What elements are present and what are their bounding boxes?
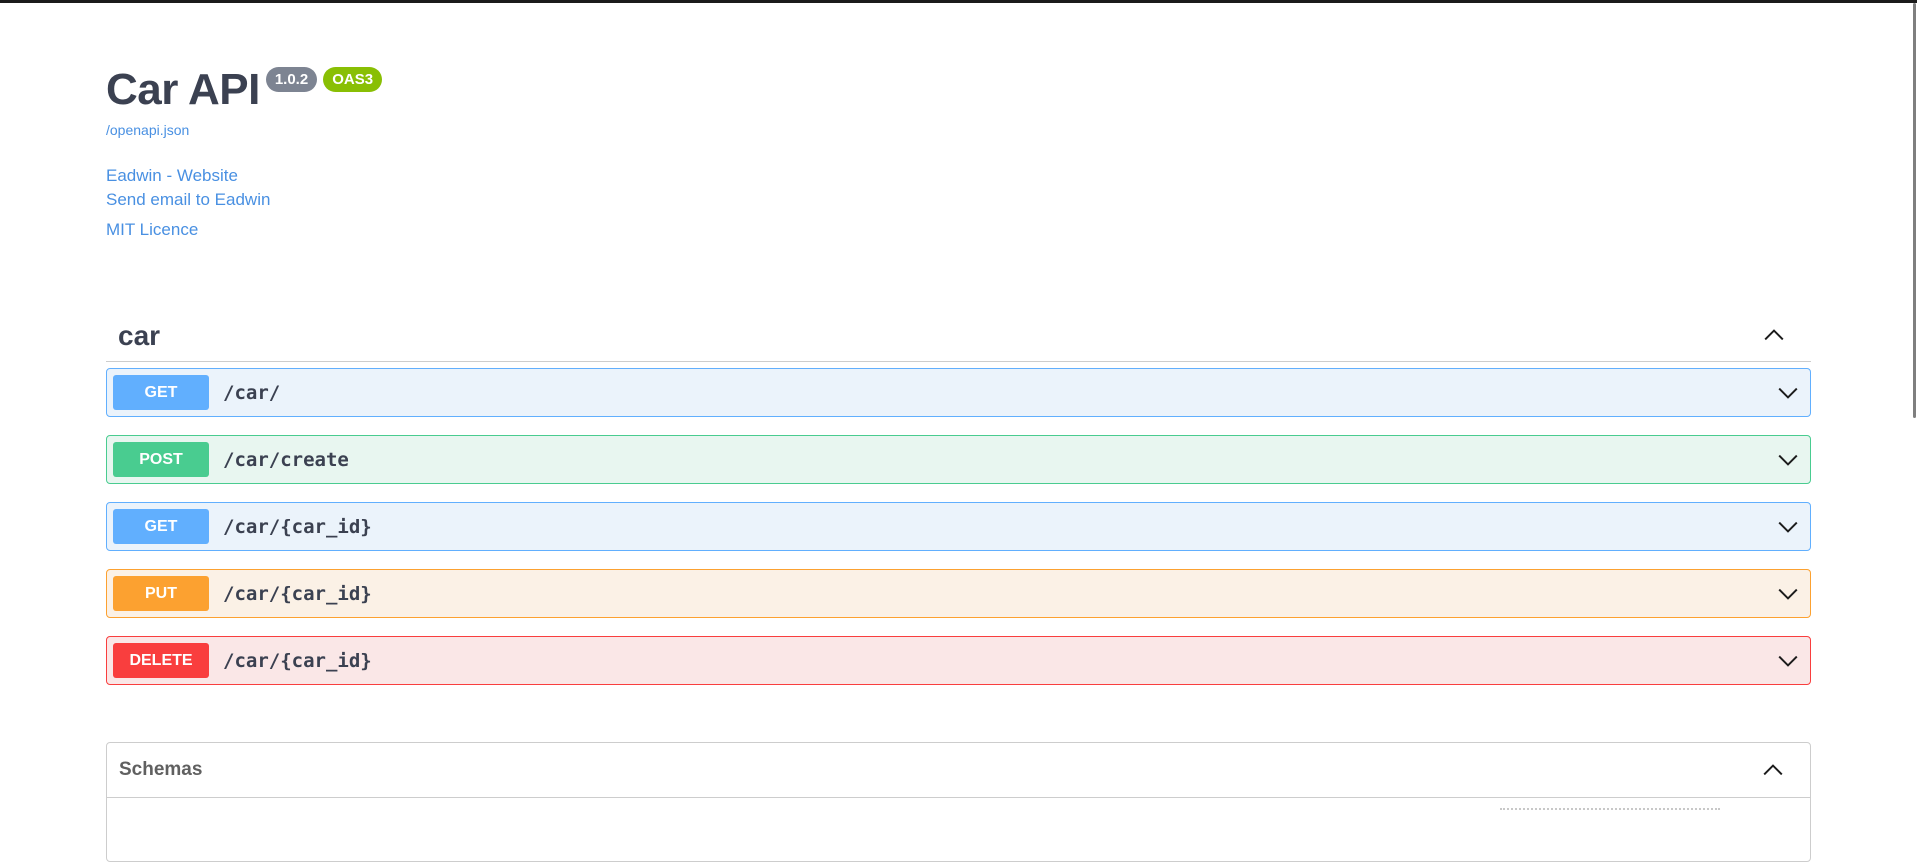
scrollbar-thumb[interactable]: [1913, 3, 1916, 418]
operation-post-car-create[interactable]: POST /car/create: [106, 435, 1811, 484]
vertical-scrollbar[interactable]: [1907, 3, 1917, 817]
api-info: Car API 1.0.2 OAS3 /openapi.json Eadwin …: [106, 64, 383, 242]
oas-badge: OAS3: [323, 67, 383, 92]
operation-path: /car/{car_id}: [223, 515, 372, 538]
operation-get-car-list[interactable]: GET /car/: [106, 368, 1811, 417]
tag-header-car[interactable]: car: [106, 310, 1811, 362]
operation-put-car-by-id[interactable]: PUT /car/{car_id}: [106, 569, 1811, 618]
operation-get-car-by-id[interactable]: GET /car/{car_id}: [106, 502, 1811, 551]
operation-path: /car/{car_id}: [223, 649, 372, 672]
license-link[interactable]: MIT Licence: [106, 220, 199, 239]
chevron-down-icon[interactable]: [1776, 516, 1800, 538]
version-badge: 1.0.2: [265, 67, 318, 92]
contact-website-link[interactable]: Eadwin - Website: [106, 166, 238, 185]
contact-links: Eadwin - Website Send email to Eadwin MI…: [106, 164, 382, 242]
contact-email-link[interactable]: Send email to Eadwin: [106, 190, 271, 209]
method-badge: GET: [113, 375, 209, 410]
method-badge: GET: [113, 509, 209, 544]
chevron-down-icon[interactable]: [1776, 650, 1800, 672]
openapi-json-link[interactable]: /openapi.json: [106, 122, 190, 138]
schemas-header[interactable]: Schemas: [107, 743, 1810, 798]
chevron-down-icon[interactable]: [1776, 382, 1800, 404]
operations-list: GET /car/ POST /car/create GET /car/{car…: [106, 368, 1811, 685]
method-badge: POST: [113, 442, 209, 477]
schemas-expand-controls-cutoff: [1500, 808, 1720, 812]
method-badge: DELETE: [113, 643, 209, 678]
operation-path: /car/: [223, 381, 281, 404]
chevron-down-icon[interactable]: [1776, 449, 1800, 471]
tag-name: car: [118, 320, 161, 351]
chevron-up-icon[interactable]: [1762, 759, 1784, 781]
method-badge: PUT: [113, 576, 209, 611]
chevron-up-icon[interactable]: [1763, 324, 1785, 346]
api-title: Car API: [106, 65, 260, 114]
title-row: Car API 1.0.2 OAS3: [106, 64, 383, 116]
operation-path: /car/{car_id}: [223, 582, 372, 605]
operation-delete-car-by-id[interactable]: DELETE /car/{car_id}: [106, 636, 1811, 685]
schemas-section: Schemas: [106, 742, 1811, 862]
operation-path: /car/create: [223, 448, 349, 471]
chevron-down-icon[interactable]: [1776, 583, 1800, 605]
window-top-border: [0, 0, 1917, 3]
schemas-title: Schemas: [119, 759, 203, 780]
tag-section-car: car GET /car/ POST /car/create: [106, 310, 1811, 703]
